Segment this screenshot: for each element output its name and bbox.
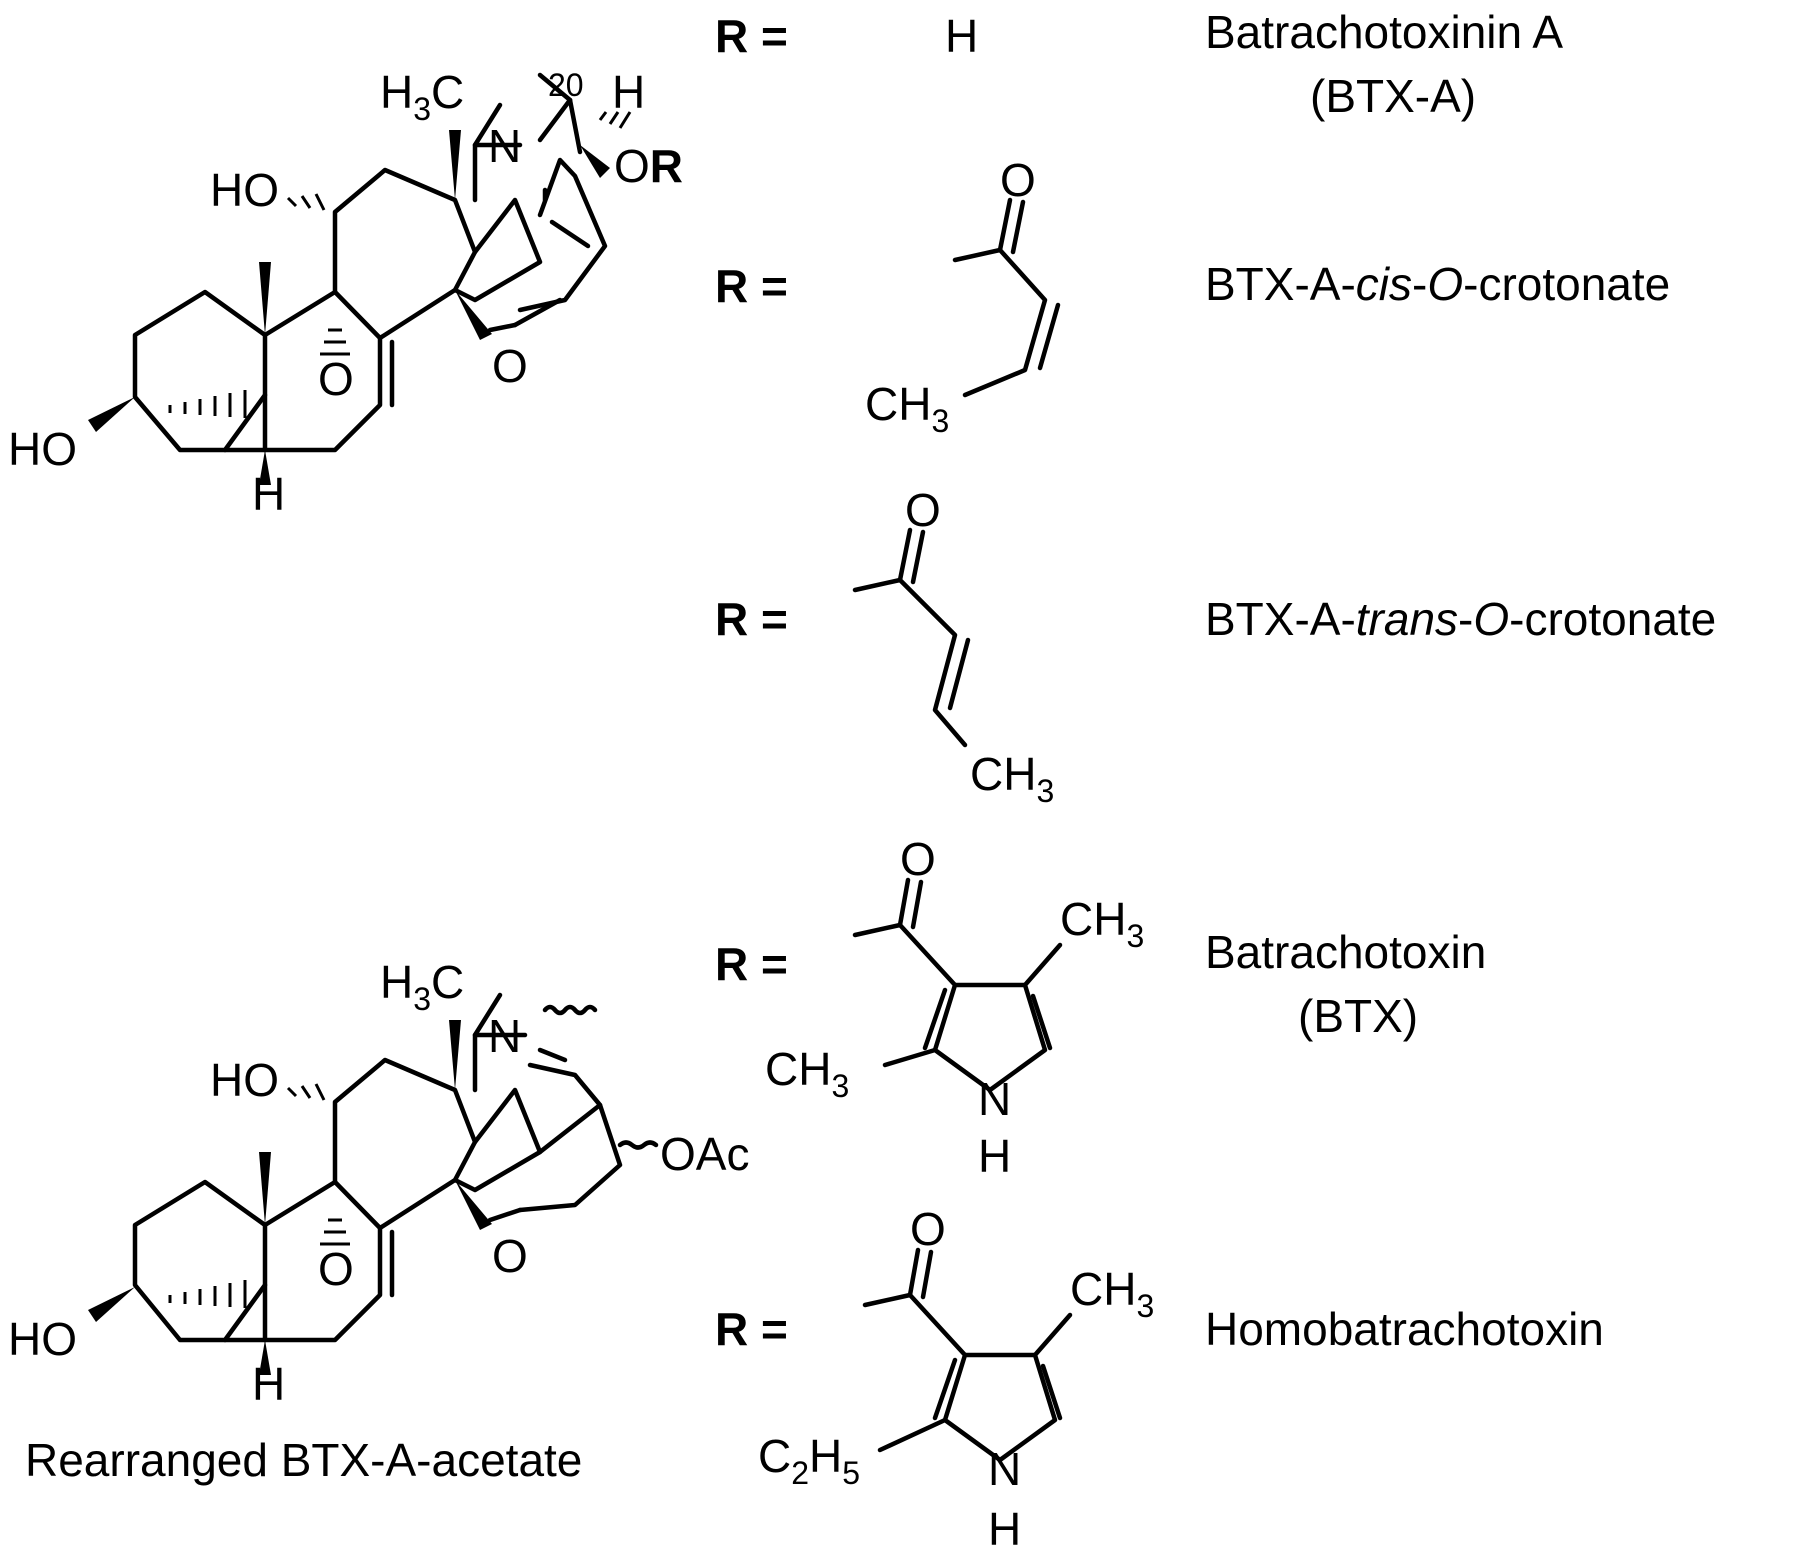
wedge-20-o xyxy=(580,145,610,178)
ethyl-label: C2H5 xyxy=(758,1430,860,1491)
cis-double-bond xyxy=(1037,302,1061,371)
pyrrole-double-bond-b xyxy=(922,987,948,1051)
ring-a-bonds xyxy=(132,289,268,453)
carbonyl-oxygen: O xyxy=(905,484,941,536)
crotonate-trans-skeleton xyxy=(852,577,968,748)
substituent-h: H xyxy=(945,10,978,62)
compound-name: Homobatrachotoxin xyxy=(1205,1303,1604,1355)
core-structure-bottom: H3C N OAc HO HO O O H Rearranged BTX-A-a… xyxy=(8,956,749,1486)
wedge-c10-methyl xyxy=(259,1152,271,1225)
ho-3-label: HO xyxy=(8,1313,77,1365)
pyrrole-ring xyxy=(932,982,1048,1093)
wedge-c10-methyl xyxy=(259,262,271,335)
ring-a-bonds xyxy=(132,1179,268,1343)
bridge-double-bond xyxy=(549,219,591,249)
ho-3-label: HO xyxy=(8,423,77,475)
pyrrole-carbonyl xyxy=(862,1292,968,1358)
pyrrole-nitrogen: N xyxy=(978,1073,1011,1125)
methyl-label: CH3 xyxy=(1070,1263,1154,1324)
pyrrole-carbonyl xyxy=(852,922,958,988)
compound-name: BTX-A-trans-O-crotonate xyxy=(1205,593,1716,645)
methyl-label-a: CH3 xyxy=(1060,893,1144,954)
c20-h-label: H xyxy=(612,66,645,118)
ho-11-label: HO xyxy=(210,1054,279,1106)
methyl-label: H3C xyxy=(380,66,464,127)
methyl-label-b: CH3 xyxy=(765,1043,849,1104)
variant-row-2: R = O CH3 BTX-A-cis-O-crotonate xyxy=(715,154,1670,439)
nitrogen-label: N xyxy=(488,120,521,172)
caption-rearranged: Rearranged BTX-A-acetate xyxy=(25,1434,582,1486)
oac-label: OAc xyxy=(660,1128,749,1180)
wedge-5-h xyxy=(259,450,271,485)
or-label: OR xyxy=(614,140,683,192)
wedge-14-o xyxy=(455,290,492,340)
r-label: R = xyxy=(715,938,788,990)
hash-20-h xyxy=(598,111,632,129)
variant-row-4: R = O CH3 CH3 N H Batrachotoxin (BTX) xyxy=(715,833,1486,1182)
crotonate-cis-skeleton xyxy=(952,247,1048,398)
ho-11-label: HO xyxy=(210,164,279,216)
o-bridge-label: O xyxy=(318,1243,354,1295)
wedge-c13-methyl xyxy=(449,130,461,200)
o-ring-label: O xyxy=(492,1230,528,1282)
h-5-label: H xyxy=(252,1358,285,1410)
pyrrole-nitrogen: N xyxy=(988,1443,1021,1495)
compound-abbrev: (BTX) xyxy=(1298,990,1418,1042)
pyrrole-hydrogen: H xyxy=(978,1130,1011,1182)
ring-d-bonds xyxy=(452,197,543,303)
carbonyl-oxygen: O xyxy=(900,833,936,885)
compound-name: Batrachotoxin xyxy=(1205,926,1486,978)
wedge-3-oh xyxy=(88,397,135,432)
ring-b-bonds xyxy=(222,289,383,453)
r-label: R = xyxy=(715,1303,788,1355)
methyl-label: H3C xyxy=(380,956,464,1017)
wavy-bond-oac xyxy=(617,1140,659,1150)
ring-d-bonds xyxy=(452,1087,543,1193)
compound-name: BTX-A-cis-O-crotonate xyxy=(1205,258,1670,310)
variant-row-1: R = H Batrachotoxinin A (BTX-A) xyxy=(715,6,1563,122)
imine-double-bond xyxy=(537,1047,568,1063)
variant-row-5: R = O CH3 C2H5 N H Homobatrachotoxin xyxy=(715,1203,1604,1555)
r-label: R = xyxy=(715,260,788,312)
pyrrole-double-bond-a xyxy=(1030,993,1053,1051)
trans-double-bond xyxy=(947,637,971,711)
carbonyl-oxygen: O xyxy=(910,1203,946,1255)
h-5-label: H xyxy=(252,468,285,520)
core-structure-top: H3C N 20 H OR HO HO O O H xyxy=(8,66,683,520)
pyrrole-hydrogen: H xyxy=(988,1503,1021,1555)
variant-row-3: R = O CH3 BTX-A-trans-O-crotonate xyxy=(715,484,1716,809)
hash-11-oh xyxy=(286,1083,326,1101)
r-label: R = xyxy=(715,593,788,645)
pyrrole-double-bond-b xyxy=(932,1357,958,1421)
nitrogen-label: N xyxy=(488,1010,521,1062)
r-label: R = xyxy=(715,10,788,62)
o-ring-label: O xyxy=(492,340,528,392)
o-bridge-label: O xyxy=(318,353,354,405)
wavy-bond-n xyxy=(542,1004,598,1016)
carbonyl-oxygen: O xyxy=(1000,154,1036,206)
compound-abbrev: (BTX-A) xyxy=(1310,70,1476,122)
c20-label: 20 xyxy=(548,67,584,103)
wedge-5-h xyxy=(259,1340,271,1375)
wedge-3-oh xyxy=(88,1287,135,1322)
pyrrole-double-bond-a xyxy=(1040,1363,1063,1421)
pyrrole-ring xyxy=(942,1352,1058,1463)
ring-b-bonds xyxy=(222,1179,383,1343)
hash-9-o xyxy=(320,1218,350,1246)
methyl-label: CH3 xyxy=(970,748,1054,809)
hash-11-oh xyxy=(286,193,326,211)
wedge-c13-methyl xyxy=(449,1020,461,1090)
hash-3-5-bridge xyxy=(168,390,247,418)
hash-9-o xyxy=(320,328,350,356)
hash-3-5-bridge xyxy=(168,1280,247,1308)
methyl-label: CH3 xyxy=(865,378,949,439)
compound-name: Batrachotoxinin A xyxy=(1205,6,1563,58)
wedge-14-o xyxy=(455,1180,492,1230)
